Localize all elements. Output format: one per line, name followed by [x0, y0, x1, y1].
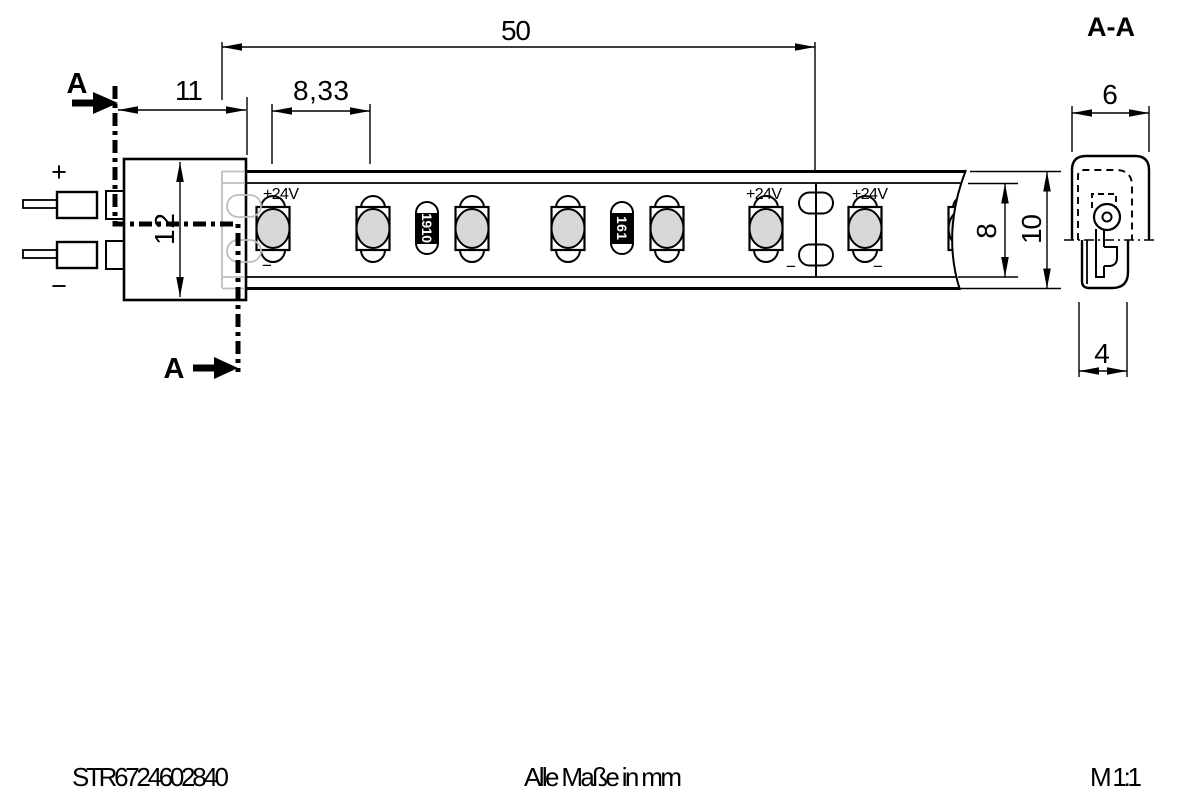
sleeve-section-lower [1080, 240, 1130, 290]
positive-wire-ferrule [55, 190, 99, 220]
negative-contact-tab [105, 240, 125, 270]
dim-value-4: 4 [1094, 338, 1110, 369]
dim-value-6: 6 [1102, 79, 1118, 110]
drawing-scale: M 1:1 [1090, 762, 1142, 792]
dimension-module-length: 50 [221, 15, 816, 170]
section-view: A-A 6 4 [1064, 12, 1157, 377]
hidden-led-package [1091, 193, 1117, 208]
positive-wire [22, 199, 58, 209]
supply-label: +24V [852, 186, 888, 203]
dimension-section-depth: 4 [1078, 302, 1128, 377]
led-strip: 1910 161 [246, 170, 967, 290]
dimension-section-width: 6 [1071, 79, 1150, 152]
dimension-connector-length: 11 [118, 75, 248, 155]
dim-value-11: 11 [175, 75, 203, 106]
dim-value-10: 10 [1016, 214, 1047, 244]
led-chip-section [1101, 211, 1113, 223]
negative-wire-ferrule [55, 240, 99, 270]
led [847, 194, 883, 264]
plus-terminal-label: + [51, 157, 67, 187]
pad-minus-label: − [873, 257, 883, 276]
resistor-value: 161 [614, 216, 630, 240]
section-arrow-top: A [67, 68, 118, 114]
led [550, 194, 586, 264]
break-line [951, 169, 967, 291]
dimension-led-pitch: 8,33 [271, 75, 371, 164]
led [649, 194, 685, 264]
connector-body [122, 157, 248, 302]
negative-wire [22, 249, 58, 259]
resistor-value: 1910 [419, 213, 435, 243]
cut-point [798, 183, 834, 277]
section-view-title: A-A [1087, 12, 1135, 42]
strip-polarity-labels: +24V − +24V − +24V − [262, 186, 888, 276]
dim-value-50: 50 [501, 15, 531, 46]
dim-value-12: 12 [149, 213, 180, 245]
dimension-pcb-width: 8 [958, 182, 1018, 278]
units-note: Alle Maße in mm [524, 762, 682, 792]
section-marker-label: A [164, 353, 185, 385]
led [748, 194, 784, 264]
section-cut-line [112, 86, 241, 372]
dim-value-8: 8 [971, 223, 1002, 239]
section-arrow-bottom: A [164, 353, 238, 385]
dimension-connector-height: 12 [149, 162, 184, 297]
dim-value-8-33: 8,33 [293, 75, 349, 106]
hidden-strip-end [221, 170, 262, 290]
section-marker-label: A [67, 68, 88, 100]
supply-label: +24V [746, 186, 782, 203]
title-block-footer: STR6724602840 Alle Maße in mm M 1:1 [72, 762, 1142, 792]
hidden-strip-contour [1077, 169, 1133, 240]
minus-terminal-label: − [51, 271, 67, 301]
pad-minus-label: − [786, 257, 796, 276]
sleeve-section-upper [1070, 154, 1151, 240]
pcb-section [1095, 229, 1118, 278]
dimension-sleeve-width: 10 [958, 170, 1061, 290]
pad-minus-label: − [262, 256, 272, 275]
end-connector: 12 [122, 157, 262, 302]
section-cut: A A [67, 68, 241, 385]
supply-label: +24V [263, 186, 299, 203]
led [355, 194, 391, 264]
part-number: STR6724602840 [72, 762, 229, 792]
led [454, 194, 490, 264]
